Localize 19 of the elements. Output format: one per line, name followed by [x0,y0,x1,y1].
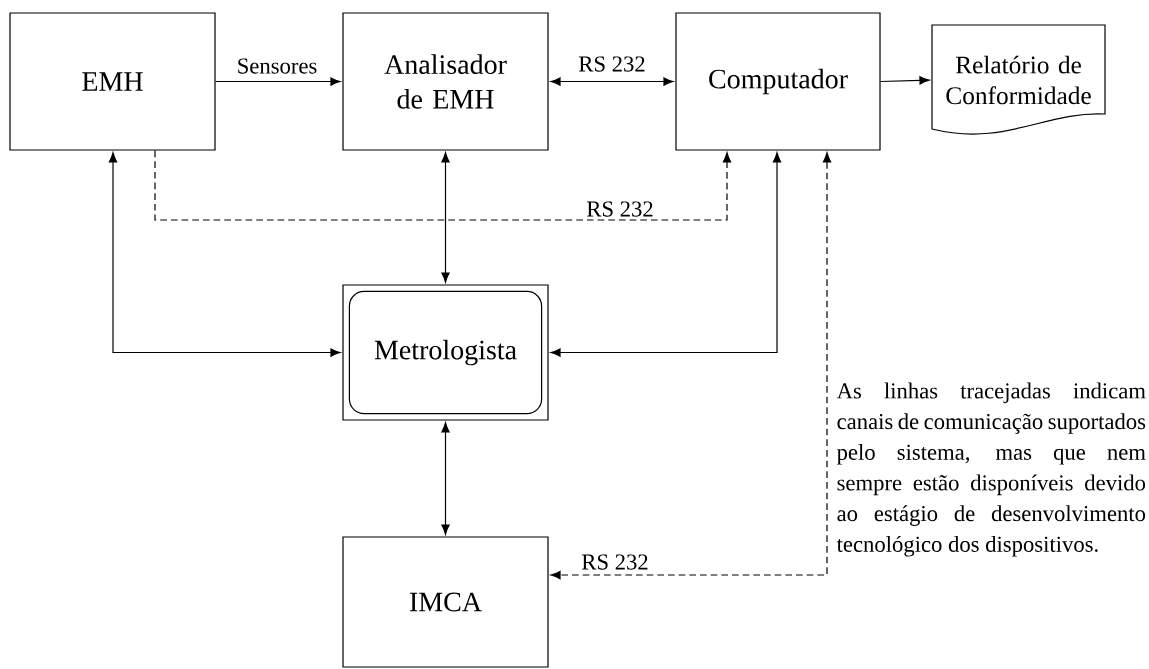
process-box: EMH [9,12,216,151]
edge-label: Sensores [235,57,319,75]
edge-label: RS 232 [577,55,648,73]
process-box: Analisador de EMH [342,12,549,151]
arrow [154,150,732,221]
arrow [550,152,782,357]
arrow [108,152,341,357]
arrow [441,422,450,535]
edge-label: RS 232 [580,553,651,571]
arrow [880,76,930,85]
edge-label: RS 232 [585,200,656,218]
process-box: Metrologista [342,284,549,421]
arrow [550,152,832,580]
arrow [550,77,674,86]
arrow [441,152,450,283]
process-box: IMCA [342,536,549,668]
arrow [215,77,341,86]
process-box: Computador [675,12,881,151]
note-text: As linhas tracejadas indicam canais de comunicação suportados pelo sistema, mas que nem sempre estão disponíveis devido ao estágio de desenvolvimento tecnológico dos dispositivos. [836,382,1146,557]
